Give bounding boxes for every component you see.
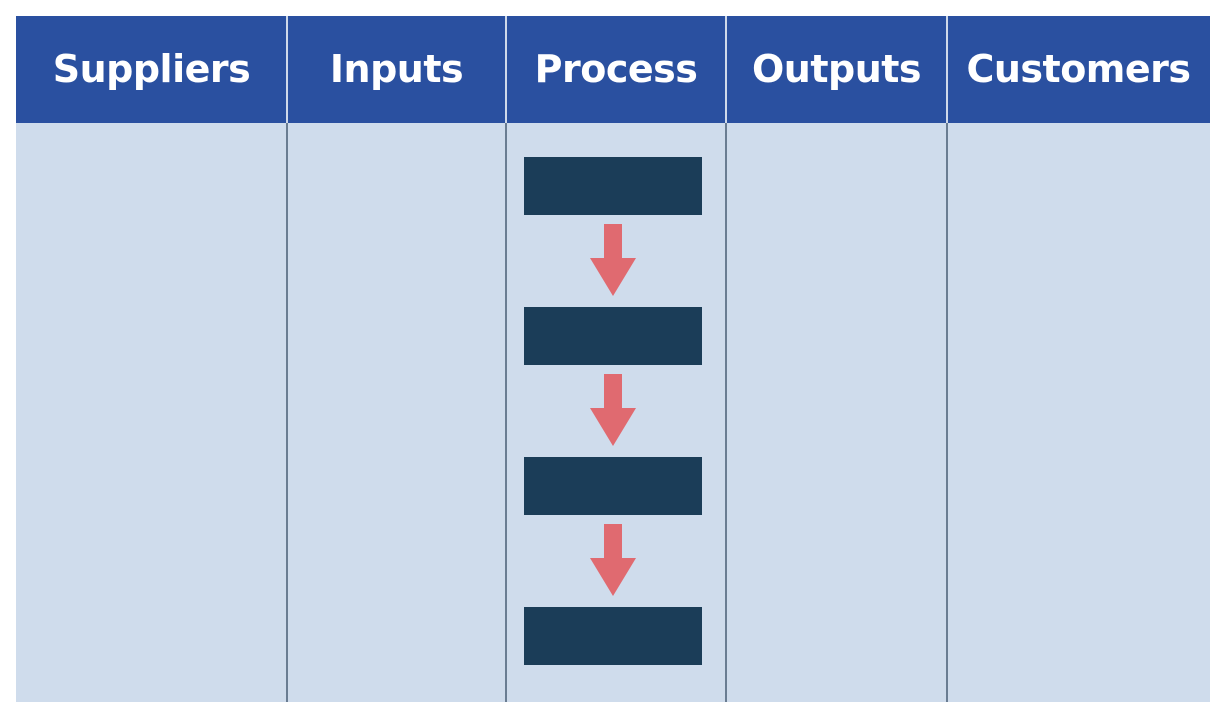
column-header-process: Process	[534, 46, 698, 91]
column-divider	[505, 123, 507, 702]
down-arrow-icon	[590, 224, 636, 296]
column-header-outputs: Outputs	[751, 46, 922, 91]
down-arrow-icon	[590, 524, 636, 596]
process-step-3	[524, 457, 702, 515]
down-arrow-icon	[590, 374, 636, 446]
column-header-suppliers: Suppliers	[52, 46, 251, 91]
process-step-2	[524, 307, 702, 365]
column-divider	[286, 123, 288, 702]
process-step-4	[524, 607, 702, 665]
header-divider	[286, 16, 288, 123]
header-divider	[946, 16, 948, 123]
sipoc-diagram: Suppliers Inputs Process Outputs Custome…	[16, 16, 1210, 702]
column-header-customers: Customers	[966, 46, 1191, 91]
header-divider	[725, 16, 727, 123]
column-header-inputs: Inputs	[329, 46, 464, 91]
header-row	[16, 16, 1210, 123]
header-divider	[505, 16, 507, 123]
column-divider	[725, 123, 727, 702]
column-divider	[946, 123, 948, 702]
process-step-1	[524, 157, 702, 215]
